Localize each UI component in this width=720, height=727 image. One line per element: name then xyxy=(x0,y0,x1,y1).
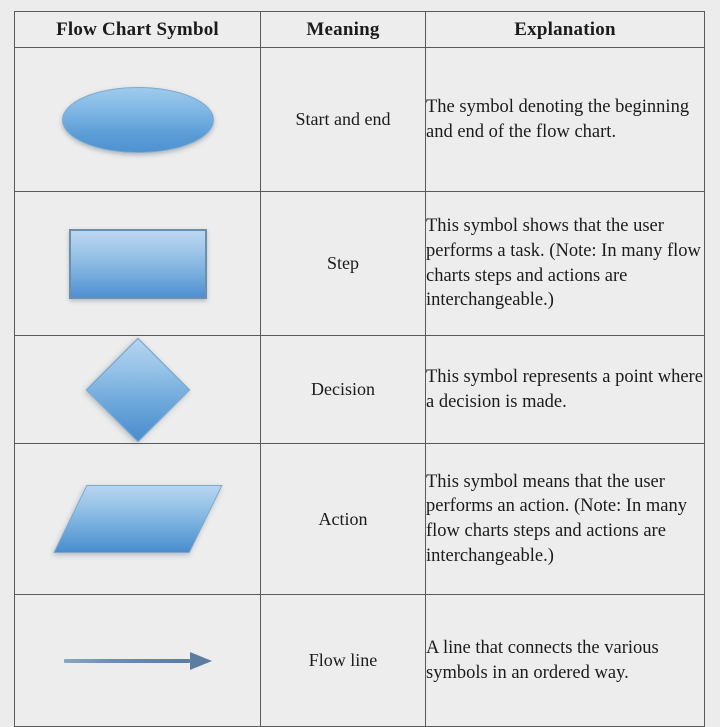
arrow-shaft xyxy=(63,658,190,663)
arrow-icon xyxy=(15,595,260,726)
flow-chart-symbol-table: Flow Chart Symbol Meaning Explanation St… xyxy=(14,11,705,727)
parallelogram-shape xyxy=(52,485,223,553)
column-header-explanation: Explanation xyxy=(425,11,705,48)
table-header: Flow Chart Symbol Meaning Explanation xyxy=(14,11,705,48)
flow-chart-symbol-table-wrapper: Flow Chart Symbol Meaning Explanation St… xyxy=(14,11,705,727)
rectangle-icon xyxy=(15,192,260,335)
parallelogram-icon xyxy=(15,444,260,594)
arrow-head xyxy=(189,651,212,670)
arrow-shape xyxy=(63,650,212,672)
meaning-cell-flow-line: Flow line xyxy=(260,594,426,727)
table-row: Start and end The symbol denoting the be… xyxy=(14,47,705,192)
column-header-meaning: Meaning xyxy=(260,11,426,48)
explanation-cell-start-end: The symbol denoting the beginning and en… xyxy=(425,47,705,192)
explanation-cell-action: This symbol means that the user performs… xyxy=(425,443,705,595)
meaning-cell-action: Action xyxy=(260,443,426,595)
table-row: Decision This symbol represents a point … xyxy=(14,335,705,444)
explanation-cell-step: This symbol shows that the user performs… xyxy=(425,191,705,336)
symbol-cell-action xyxy=(14,443,261,595)
explanation-cell-flow-line: A line that connects the various symbols… xyxy=(425,594,705,727)
meaning-cell-step: Step xyxy=(260,191,426,336)
table-row: Flow line A line that connects the vario… xyxy=(14,594,705,727)
table-row: Step This symbol shows that the user per… xyxy=(14,191,705,336)
symbol-cell-decision xyxy=(14,335,261,444)
table-row: Action This symbol means that the user p… xyxy=(14,443,705,595)
column-header-symbol: Flow Chart Symbol xyxy=(14,11,261,48)
diamond-shape xyxy=(85,337,190,442)
table-header-row: Flow Chart Symbol Meaning Explanation xyxy=(14,11,705,48)
page-root: Flow Chart Symbol Meaning Explanation St… xyxy=(14,11,705,727)
table-body: Start and end The symbol denoting the be… xyxy=(14,47,705,727)
rectangle-shape xyxy=(68,228,207,299)
ellipse-icon xyxy=(15,48,260,191)
meaning-cell-decision: Decision xyxy=(260,335,426,444)
diamond-icon xyxy=(15,336,260,443)
symbol-cell-flow-line xyxy=(14,594,261,727)
symbol-cell-start-end xyxy=(14,47,261,192)
symbol-cell-step xyxy=(14,191,261,336)
ellipse-shape xyxy=(61,86,214,153)
meaning-cell-start-end: Start and end xyxy=(260,47,426,192)
explanation-cell-decision: This symbol represents a point where a d… xyxy=(425,335,705,444)
